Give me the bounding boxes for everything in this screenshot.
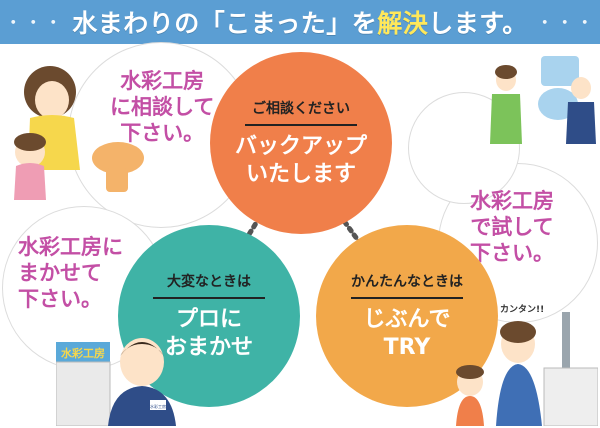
bubble-line: 下さい。 (470, 241, 554, 265)
shop-wall (56, 361, 111, 426)
bubble-line: 水彩工房 (470, 189, 554, 213)
bubble-line: 水彩工房 (120, 69, 205, 93)
speech-text: カンタン!! (500, 303, 544, 315)
uniform-badge (150, 400, 166, 410)
bubble-text-left: 水彩工房に まかせて 下さい。 (18, 234, 123, 312)
repair-illustration (490, 56, 596, 144)
circle-line2: いたします (245, 161, 356, 187)
child-hair (14, 133, 46, 151)
circle-center: ご相談ください バックアップ いたします (210, 52, 392, 234)
circle-divider (351, 296, 463, 299)
bubble-line: 下さい。 (18, 287, 102, 311)
header-bar: ・・・・ 水まわりの「こまった」を解決します。 ・・・・ (0, 0, 600, 44)
header-dots-right: ・・・・ (535, 13, 600, 34)
bubble-line: 水彩工房に (18, 235, 123, 259)
bubble-line: で試して (470, 215, 554, 239)
bubble-line: まかせて (18, 261, 102, 285)
worker-face (120, 338, 164, 386)
bubble-line: に相談して (110, 95, 215, 119)
title-highlight: 解決 (377, 9, 429, 38)
woman-hair (495, 65, 517, 79)
circle-divider (153, 296, 265, 299)
circle-bottom-right: かんたんなときは じぶんで TRY (316, 225, 498, 407)
toilet-tank (541, 56, 579, 86)
sink-basin (543, 367, 598, 426)
mother-face (35, 81, 69, 119)
circle-line2: TRY (383, 334, 431, 360)
circle-divider (245, 123, 357, 126)
child-body (14, 163, 46, 200)
worker-uniform (108, 386, 176, 426)
worried-family-illustration (14, 66, 144, 200)
woman-hair (500, 321, 536, 343)
shop-sign (56, 342, 110, 362)
shop-sign-text: 水彩工房 (61, 346, 105, 360)
toilet-base (106, 168, 128, 192)
circle-line1: プロに (175, 306, 242, 332)
circle-small-label: ご相談ください (252, 100, 350, 117)
worker-body (566, 102, 596, 144)
title-part2: します。 (428, 9, 528, 38)
badge-text: 水彩工房 (150, 403, 166, 409)
pro-worker-illustration: 水彩工房 水彩工房 (56, 338, 176, 426)
circle-small-label: かんたんなときは (351, 273, 463, 290)
header-dots-left: ・・・・ (0, 13, 65, 34)
worker-hair (120, 342, 164, 356)
title-part1: 水まわりの「こまった」を (72, 9, 378, 38)
bubble-text-right: 水彩工房 で試して 下さい。 (470, 188, 554, 266)
diy-illustration: カンタン!! (456, 303, 598, 426)
circle-line1: じぶんで (363, 306, 451, 332)
circle-line1: バックアップ (234, 133, 367, 159)
woman-body (490, 94, 522, 144)
worker-face (571, 77, 591, 99)
circle-line2: おまかせ (164, 334, 253, 360)
woman-apron (496, 364, 542, 426)
child-hair (456, 365, 484, 379)
toilet-bowl (92, 142, 144, 174)
child-body (456, 396, 484, 426)
circle-small-label: 大変なときは (167, 273, 251, 290)
bubble-line: 下さい。 (120, 121, 205, 145)
page-title: 水まわりの「こまった」を解決します。 (72, 4, 528, 40)
bubble-text-top-left: 水彩工房 に相談して 下さい。 (110, 68, 214, 146)
faucet-pipe (562, 312, 570, 368)
